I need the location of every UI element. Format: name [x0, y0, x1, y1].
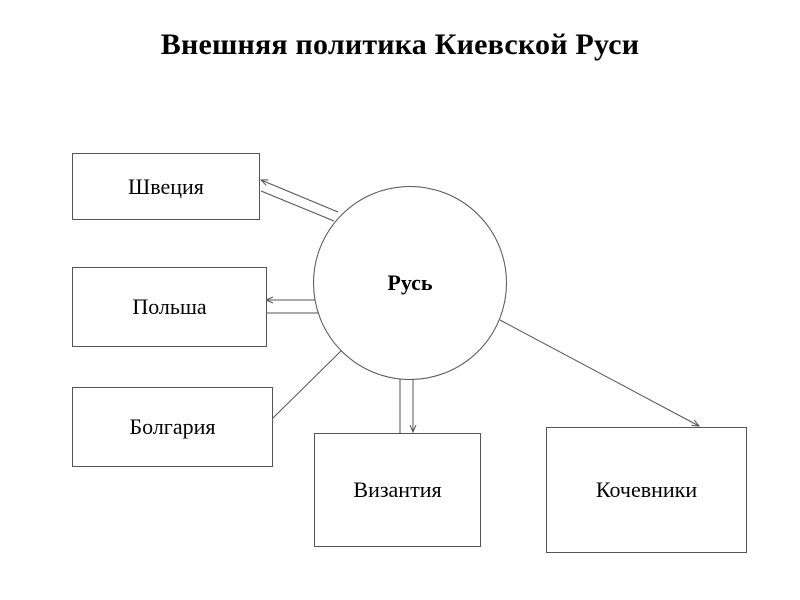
edge-rus-byzantium: [399, 372, 413, 433]
edge-rus-sweden: [261, 180, 339, 222]
node-nomads-label: Кочевники: [595, 477, 698, 502]
node-bulgaria: Болгария: [72, 387, 273, 467]
node-rus-label: Русь: [387, 270, 433, 295]
edge-rus-bulgaria: [272, 346, 346, 419]
node-poland-label: Польша: [132, 294, 207, 319]
node-byzantium-label: Византия: [353, 477, 442, 502]
edge-rus-poland: [266, 300, 318, 314]
node-rus: Русь: [313, 186, 507, 380]
node-bulgaria-label: Болгария: [129, 414, 216, 439]
node-poland: Польша: [72, 267, 267, 347]
node-sweden: Швеция: [72, 153, 260, 220]
edge-rus-nomads: [499, 319, 699, 426]
node-sweden-label: Швеция: [128, 173, 204, 199]
node-byzantium: Византия: [314, 433, 481, 547]
diagram-title: Внешняя политика Киевской Руси: [160, 28, 640, 61]
node-nomads: Кочевники: [546, 427, 747, 553]
